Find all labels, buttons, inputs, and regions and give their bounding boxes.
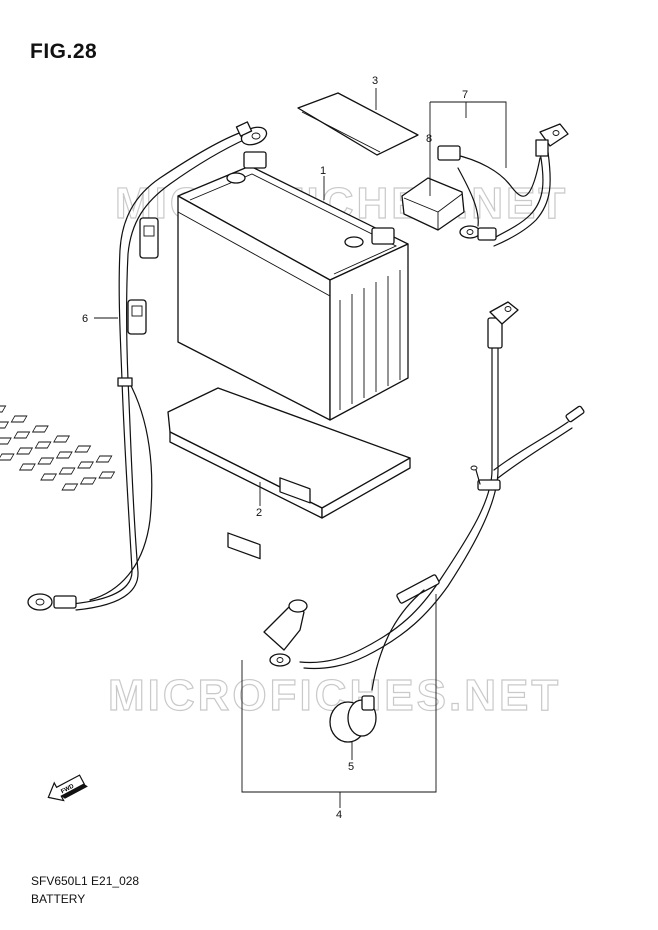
terminal-positive (371, 227, 395, 245)
part-6-harness (27, 121, 268, 611)
coupler-upper (139, 217, 159, 259)
leader-lines (94, 88, 507, 808)
part-8-terminal-cover (401, 177, 465, 231)
part-5-grommet (329, 695, 377, 743)
fwd-arrow-icon: FWD (47, 774, 88, 802)
figure-title: FIG.28 (30, 40, 98, 63)
tray-slots (0, 405, 116, 491)
part-2-battery-tray (0, 387, 411, 560)
callout-2: 2 (256, 507, 262, 519)
callout-3: 3 (372, 75, 378, 87)
callout-4: 4 (336, 809, 342, 821)
callout-5: 5 (348, 761, 354, 773)
terminal-negative (243, 151, 267, 169)
part-3-label-sheet (297, 92, 419, 156)
part-7-lead-wire (437, 123, 569, 247)
coupler-lower (127, 299, 147, 335)
figure-code: SFV650L1 E21_028 (31, 874, 140, 888)
callout-6: 6 (82, 313, 88, 325)
callout-7: 7 (462, 89, 468, 101)
part-4-harness (263, 301, 585, 691)
callout-8: 8 (426, 133, 432, 145)
part-1-battery (177, 151, 409, 421)
callout-1: 1 (320, 165, 326, 177)
figure-name: BATTERY (31, 892, 86, 906)
